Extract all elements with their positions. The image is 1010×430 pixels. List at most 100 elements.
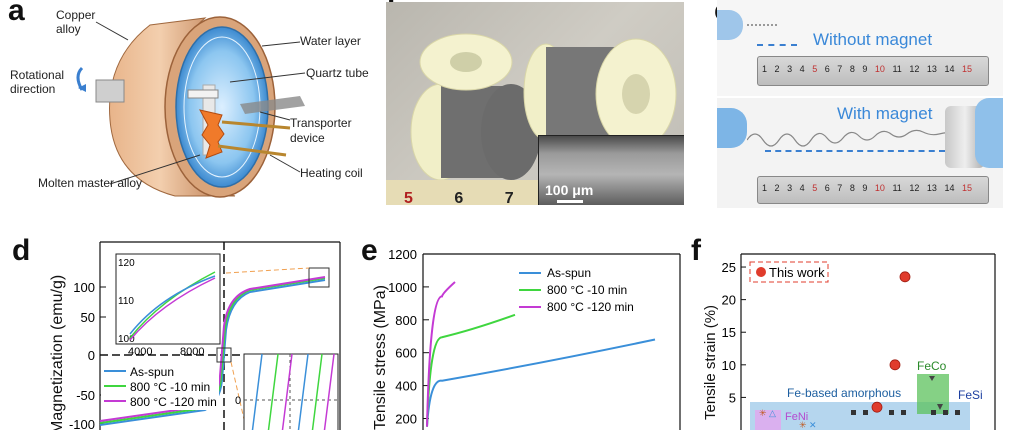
dashed-guide bbox=[757, 44, 797, 46]
ruler-number: 8 bbox=[849, 64, 855, 74]
ruler-number: 6 bbox=[824, 64, 830, 74]
ruler-number: 7 bbox=[504, 190, 514, 205]
d-ytick: -100 bbox=[69, 417, 95, 430]
ruler-number: 3 bbox=[787, 64, 793, 74]
sem-inset: 100 μm bbox=[538, 135, 684, 205]
dashed-guide bbox=[765, 150, 945, 152]
ruler-number: 2 bbox=[774, 64, 780, 74]
d-ytick: -50 bbox=[76, 388, 95, 403]
ruler-number: 11 bbox=[892, 183, 902, 193]
feni-label: FeNi bbox=[785, 411, 808, 423]
d-inset-curve bbox=[129, 275, 216, 335]
callout-rotation: Rotational direction bbox=[10, 68, 65, 96]
d-inset-curve bbox=[129, 271, 216, 339]
scale-bar bbox=[557, 200, 583, 203]
ruler-number: 5 bbox=[812, 183, 818, 193]
feni-region bbox=[755, 410, 781, 430]
literature-marker bbox=[955, 410, 960, 415]
literature-marker bbox=[943, 410, 948, 415]
callout-quartz: Quartz tube bbox=[306, 66, 369, 80]
e-legend: As-spun 800 °C -10 min 800 °C -120 min bbox=[519, 266, 634, 314]
f-legend-box bbox=[749, 261, 829, 283]
ruler-number: 15 bbox=[961, 64, 972, 74]
panel-d: d Magnetization (emu/g) -100 -50 0 50 10… bbox=[0, 230, 360, 430]
d-inset-ytick: 100 bbox=[118, 334, 135, 345]
f-ytick: 20 bbox=[722, 293, 736, 308]
d-legend-label: 800 °C -10 min bbox=[130, 380, 210, 394]
d-legend: As-spun 800 °C -10 min 800 °C -120 min bbox=[101, 364, 219, 410]
glove bbox=[975, 98, 1003, 168]
d-ylabel: Magnetization (emu/g) bbox=[49, 275, 66, 430]
panel-e-label: e bbox=[361, 234, 378, 267]
e-curve bbox=[426, 338, 656, 427]
ruler-number: 6 bbox=[824, 183, 830, 193]
d-ytick: 0 bbox=[88, 348, 95, 363]
this-work-point bbox=[889, 359, 901, 371]
d-ytick: 50 bbox=[81, 310, 95, 325]
literature-marker bbox=[851, 410, 856, 415]
literature-marker bbox=[937, 404, 943, 410]
ruler-number: 9 bbox=[862, 183, 868, 193]
ruler-number: 1 bbox=[762, 183, 768, 193]
f-legend-marker bbox=[756, 267, 766, 277]
callout-transporter: Transporter device bbox=[290, 116, 352, 145]
ruler-number: 9 bbox=[862, 64, 868, 74]
glove bbox=[717, 108, 747, 148]
scale-bar-label: 100 μm bbox=[545, 182, 594, 198]
ruler-numbers-bottom: 1 2 3 4 5 6 7 8 9 10 11 12 13 14 15 bbox=[762, 183, 972, 193]
f-ytick: 10 bbox=[722, 358, 736, 373]
ruler-number: 10 bbox=[874, 183, 885, 193]
d-inset-ytick: 120 bbox=[118, 258, 135, 269]
d-legend-label: 800 °C -120 min bbox=[130, 395, 217, 409]
e-legend-label: 800 °C -120 min bbox=[547, 300, 634, 314]
ruler-number: 5 bbox=[404, 190, 413, 205]
feco-label: FeCo bbox=[917, 359, 947, 373]
callout-heating: Heating coil bbox=[300, 166, 363, 180]
feco-region bbox=[917, 374, 949, 414]
panel-b: b 5 6 7 8 100 μm bbox=[383, 0, 688, 205]
glove bbox=[717, 10, 743, 40]
d-inset-xtick: 8000 bbox=[180, 346, 204, 358]
fesi-label: FeSi bbox=[958, 388, 983, 402]
caption-with-magnet: With magnet bbox=[837, 104, 933, 123]
ruler-number: 7 bbox=[837, 183, 843, 193]
ruler-number: 6 bbox=[454, 190, 464, 205]
e-ytick: 1200 bbox=[388, 247, 417, 262]
panel-a: a bbox=[0, 0, 375, 205]
ruler-number: 10 bbox=[874, 64, 885, 74]
d-inset-xtick: 4000 bbox=[128, 346, 152, 358]
tensile-stress-chart: Tensile stress (MPa) 2004006008001000120… bbox=[372, 247, 681, 430]
this-work-point bbox=[871, 401, 883, 413]
d-inset-curve bbox=[129, 277, 216, 341]
ruler-number: 5 bbox=[812, 64, 818, 74]
e-ytick: 600 bbox=[395, 346, 417, 361]
e-curve bbox=[426, 313, 516, 427]
wire-spools-photo: 5 6 7 8 100 μm bbox=[386, 2, 684, 205]
deflected-wire bbox=[747, 129, 958, 147]
panel-c: c Without magnet 1 2 3 4 5 6 7 8 9 10 11… bbox=[710, 0, 1010, 208]
ruler-number: 12 bbox=[909, 183, 920, 193]
f-points bbox=[871, 271, 911, 413]
e-ytick: 200 bbox=[395, 411, 417, 426]
d-yticks: -100 -50 0 50 100 bbox=[69, 280, 106, 430]
d-inset-ytick: 110 bbox=[118, 296, 134, 307]
callout-molten: Molten master alloy bbox=[38, 176, 143, 190]
f-ytick: 5 bbox=[729, 390, 736, 405]
ruler-number: 12 bbox=[909, 64, 920, 74]
d-zoom-box-top bbox=[308, 267, 330, 288]
panel-a-label: a bbox=[8, 0, 25, 27]
literature-marker: △ bbox=[769, 408, 776, 418]
literature-markers: ✳ △ ✳ ✕ bbox=[759, 376, 960, 430]
literature-marker: ✕ bbox=[809, 420, 817, 430]
ruler-number: 2 bbox=[774, 183, 780, 193]
ruler-number: 7 bbox=[837, 64, 843, 74]
f-ylabel: Tensile strain (%) bbox=[702, 305, 719, 420]
e-curves bbox=[426, 281, 656, 427]
callout-copper: Copper alloy bbox=[56, 8, 96, 36]
e-ytick: 1000 bbox=[388, 280, 417, 295]
fe-amorphous-label: Fe-based amorphous bbox=[787, 386, 901, 400]
